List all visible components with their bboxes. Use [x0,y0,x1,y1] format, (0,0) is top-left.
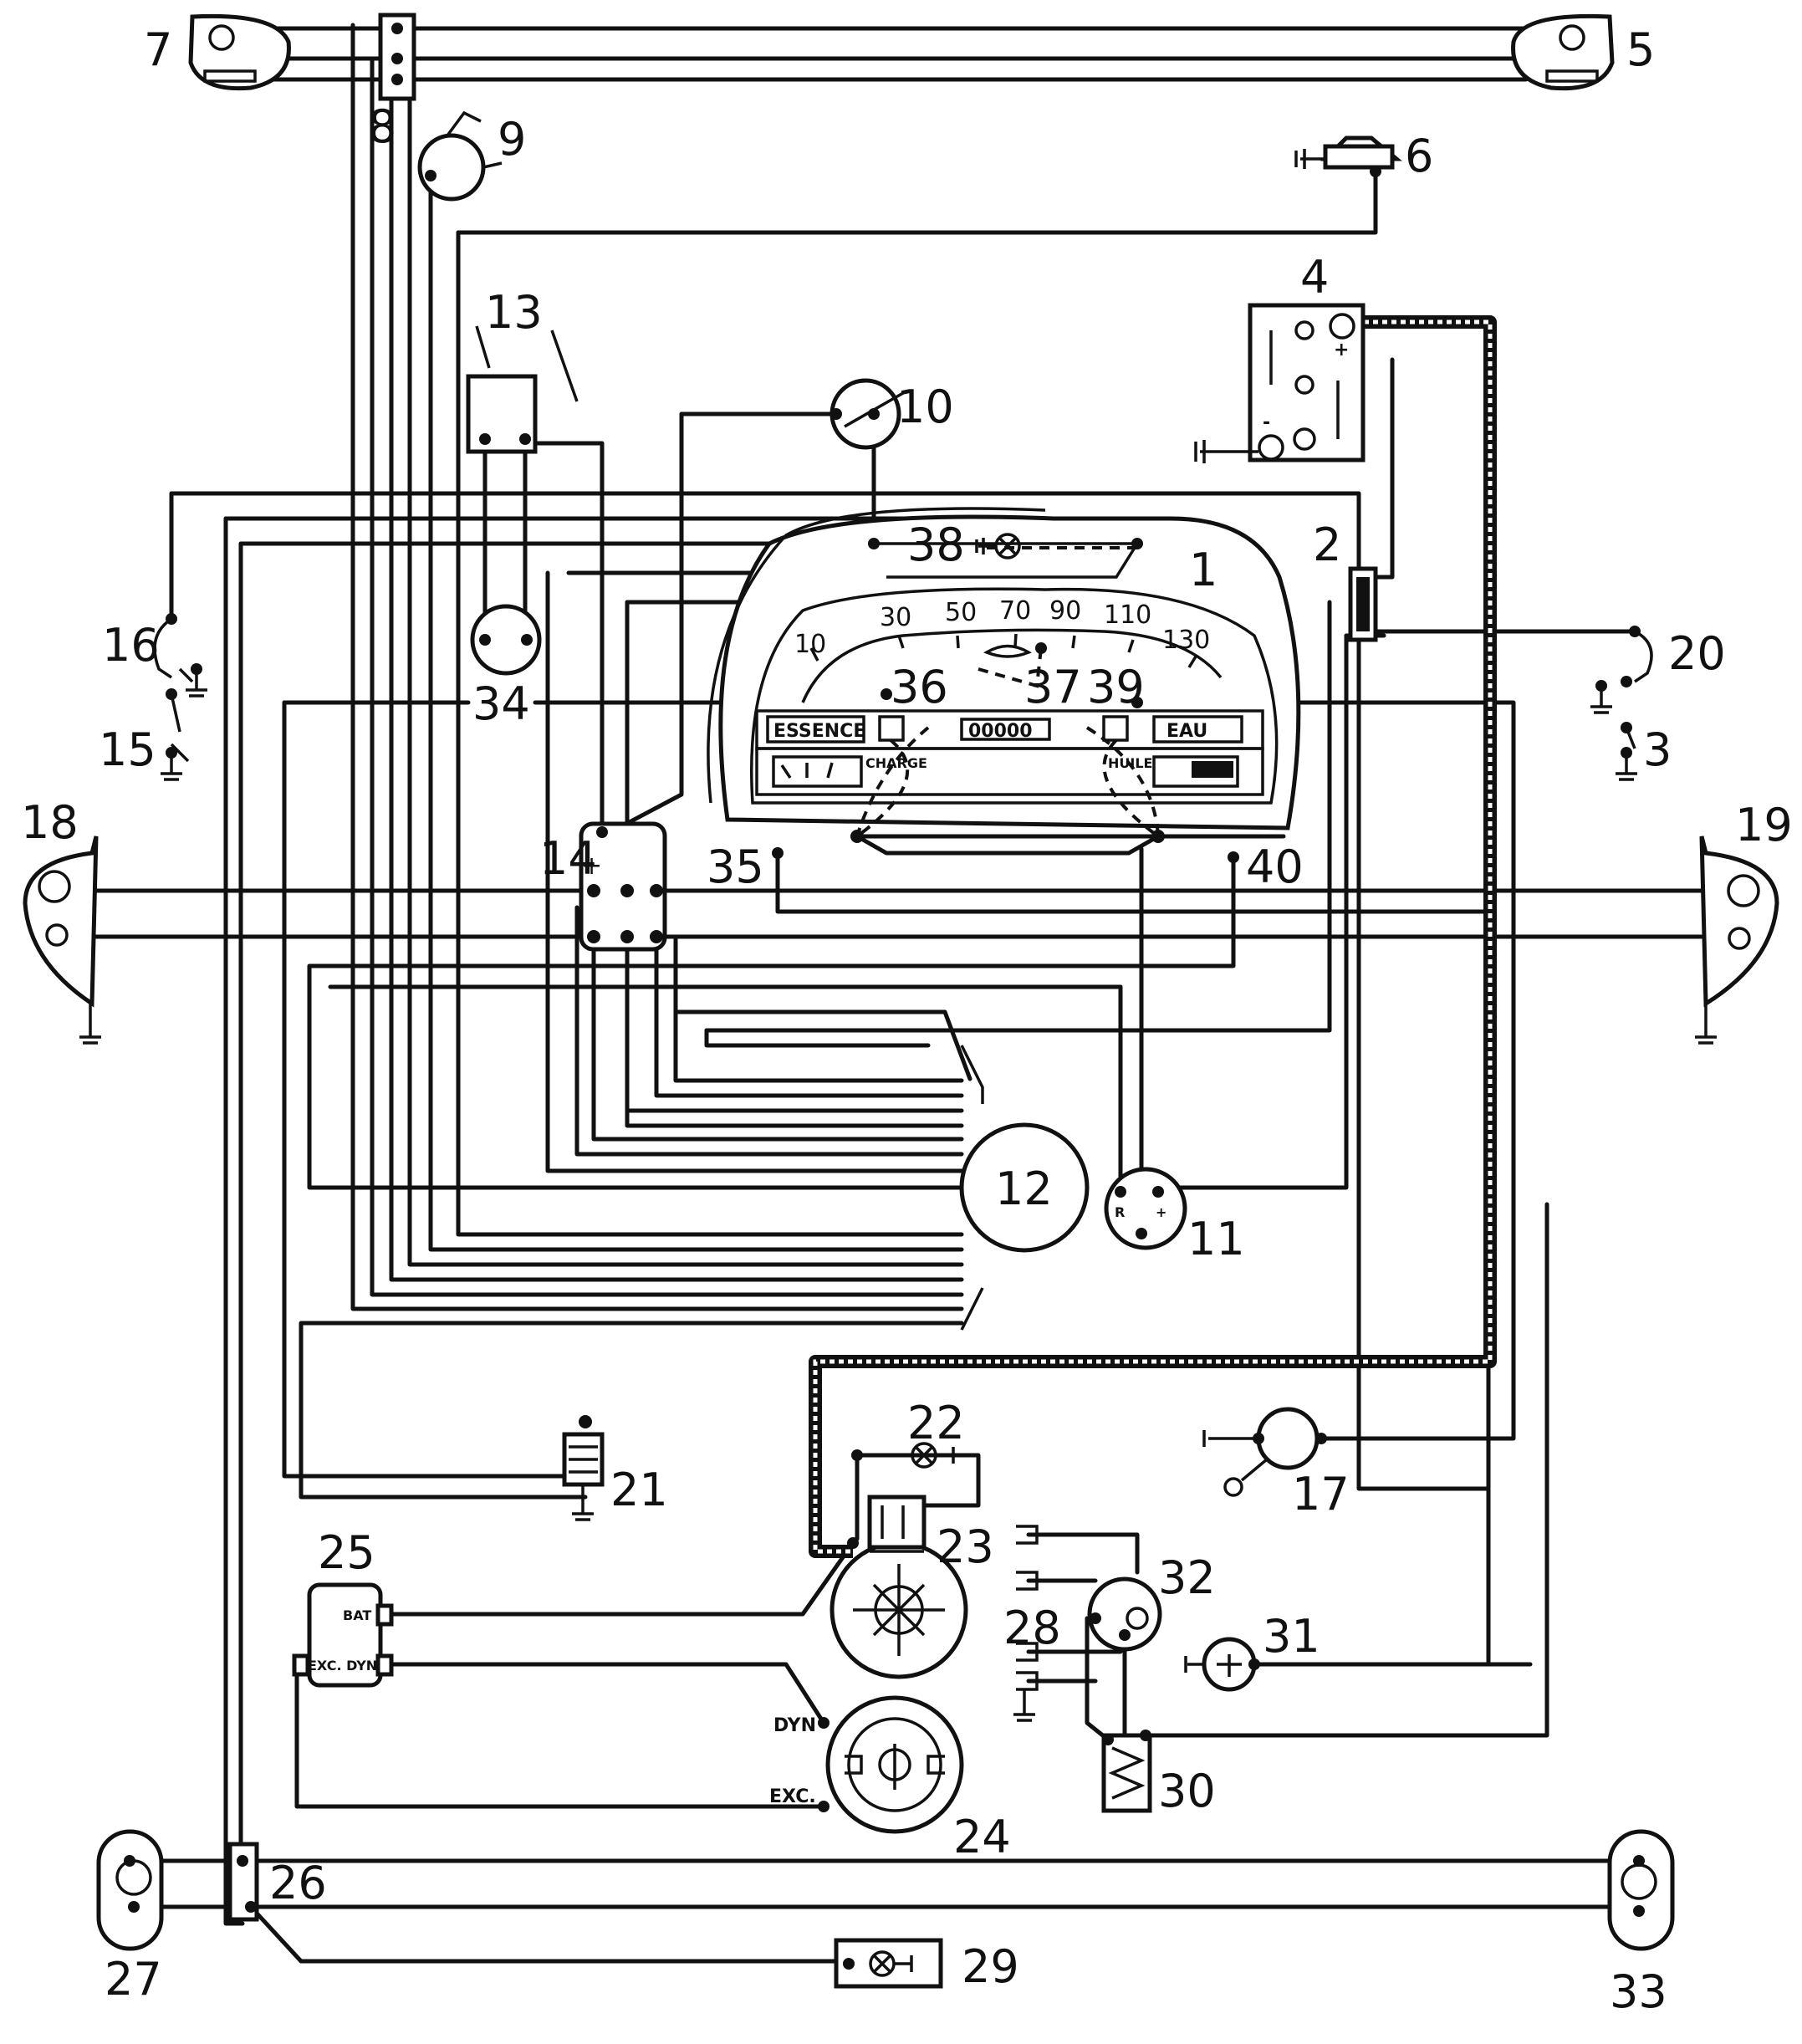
terminal-exc-dyn: EXC. DYN [308,1658,377,1674]
label-24: 24 [953,1811,1011,1863]
harness-junction [959,1045,1090,1331]
label-40: 40 [1246,841,1304,893]
label-21: 21 [610,1464,668,1516]
label-27: 27 [105,1953,162,2006]
speedometer-scale: 10 30 50 70 90 110 130 [794,596,1210,659]
scale-130: 130 [1162,626,1210,655]
label-19: 19 [1735,799,1793,851]
scale-90: 90 [1049,596,1081,626]
label-35: 35 [707,841,764,893]
horn [417,110,503,202]
right-headlamp [1511,13,1615,91]
label-4: 4 [1300,251,1329,304]
fuel-tank-sender [1294,135,1402,177]
fuse [1348,566,1378,642]
label-38: 38 [907,519,965,571]
dynamo: DYN EXC. [769,1695,964,1834]
wiper-switch [830,378,904,450]
label-37: 37 [1024,661,1082,713]
terminal-plus: + [1156,1204,1166,1220]
left-rear-lamp [96,1829,164,1951]
label-5: 5 [1626,23,1655,76]
label-6: 6 [1405,130,1433,182]
reference-numbers: 1 2 3 4 5 6 7 8 9 10 11 12 13 14 15 16 1… [21,23,1793,2018]
scale-30: 30 [880,603,911,632]
number-plate-lamp [834,1938,943,1989]
label-7: 7 [144,23,172,76]
charge-label: CHARGE [865,755,927,771]
label-16: 16 [102,619,160,672]
label-39: 39 [1087,661,1145,713]
label-3: 3 [1643,723,1672,776]
junction-plus: + [581,851,602,881]
voltage-regulator: BAT EXC. DYN [292,1582,394,1688]
label-10: 10 [896,381,954,433]
terminal-exc: EXC. [769,1786,816,1807]
terminal-r: R [1115,1204,1125,1220]
label-20: 20 [1668,627,1726,680]
junction-block: + [579,821,667,952]
rear-connector [227,1842,259,1922]
label-9: 9 [498,113,526,166]
label-14: 14 [539,832,597,885]
left-headlamp [188,13,291,91]
scale-70: 70 [999,596,1031,626]
label-18: 18 [21,796,79,849]
right-rear-lamp [1607,1829,1675,1951]
battery-cable [809,315,1497,1558]
door-switches-left [153,613,207,781]
wiring-harness [77,23,1750,1964]
scale-10: 10 [794,630,826,659]
instrument-cluster: 10 30 50 70 90 110 130 ESSENCE 00000 EAU… [707,507,1301,863]
label-2: 2 [1313,519,1341,571]
oil-pressure-sender [562,1415,605,1521]
door-switches-right [1590,626,1653,781]
label-1: 1 [1189,544,1217,596]
terminal-bat: BAT [343,1607,371,1623]
connector-block [378,13,416,101]
label-23: 23 [937,1520,994,1573]
label-32: 32 [1158,1551,1216,1604]
starter-motor [830,1495,968,1679]
label-8: 8 [368,100,396,153]
label-25: 25 [318,1526,375,1579]
label-15: 15 [99,723,156,776]
scale-50: 50 [945,598,977,627]
switch-block [466,325,579,454]
regulator-sender: R + [1104,1167,1187,1250]
battery: + - [1194,303,1366,463]
odometer: 00000 [968,721,1033,742]
label-13: 13 [485,286,543,339]
label-12: 12 [995,1163,1053,1215]
battery-plus: + [1334,340,1349,360]
inspection-lamp [851,1442,955,1469]
right-side-lamp [1695,835,1779,1045]
label-36: 36 [891,661,948,713]
label-26: 26 [269,1857,327,1909]
label-33: 33 [1610,1965,1667,2018]
distributor-group [1013,1525,1260,1813]
terminal-dyn: DYN [773,1715,816,1736]
interior-lamp [1202,1407,1327,1497]
label-11: 11 [1187,1213,1245,1265]
battery-minus: - [1263,412,1270,433]
left-side-lamp [23,835,101,1045]
fuel-label: ESSENCE [773,721,865,742]
label-34: 34 [472,677,530,730]
label-17: 17 [1292,1468,1350,1520]
two-pin-connector [470,604,542,676]
label-31: 31 [1263,1610,1320,1663]
label-28: 28 [1003,1602,1061,1654]
water-label: EAU [1166,721,1207,742]
label-29: 29 [962,1940,1019,1993]
label-30: 30 [1158,1765,1216,1817]
scale-110: 110 [1104,600,1151,630]
label-22: 22 [907,1397,965,1449]
